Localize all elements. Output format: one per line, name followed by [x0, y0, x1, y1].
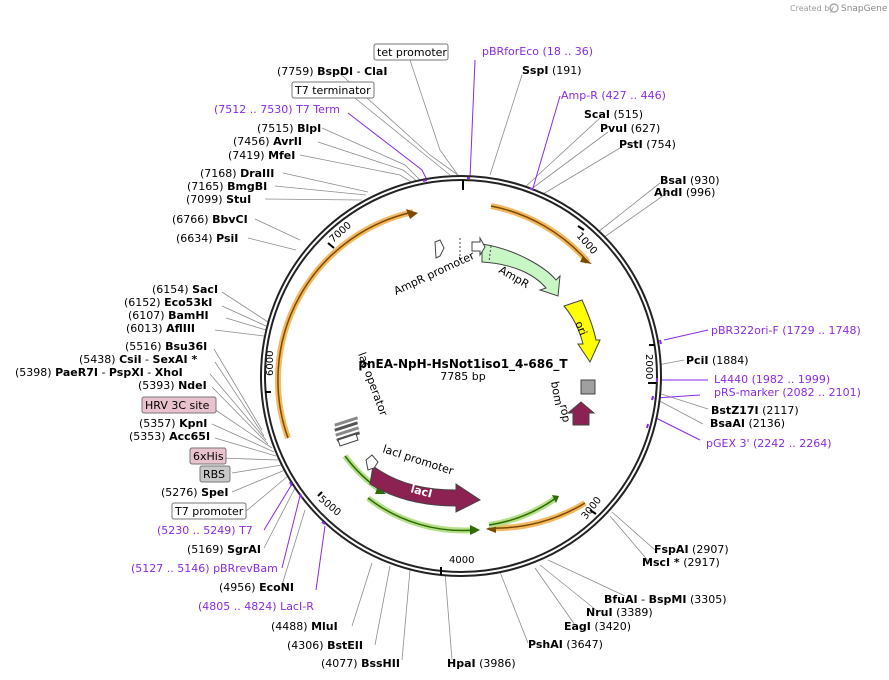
- primer-pbr322ori-f: pBR322ori-F (1729 .. 1748): [711, 324, 861, 337]
- laci-promoter-label: lacI promoter: [381, 442, 455, 477]
- site-pvui: PvuI (627): [600, 122, 660, 135]
- tet-promoter-label: tet promoter: [377, 46, 447, 59]
- primer-laci-r: (4805 .. 4824) LacI-R: [198, 600, 314, 613]
- ruler-ticks: [265, 180, 656, 575]
- site-stui: (7099) StuI: [186, 193, 251, 206]
- site-bstz17i: BstZ17I (2117): [711, 404, 799, 417]
- site-avrii: (7456) AvrII: [233, 135, 302, 148]
- primer-markers: [289, 177, 662, 525]
- his-box: 6xHis: [189, 447, 227, 465]
- t7-promoter-box: T7 promoter: [171, 502, 247, 520]
- t7-terminator-label: T7 terminator: [294, 84, 371, 97]
- ruler-label-6000: 6000: [265, 351, 276, 376]
- plasmid-size: 7785 bp: [440, 370, 485, 383]
- primer-prs-marker: pRS-marker (2082 .. 2101): [714, 386, 861, 399]
- site-bsai: BsaI (930): [660, 174, 720, 187]
- site-acc65i: (5353) Acc65I: [129, 430, 210, 443]
- site-hpai: HpaI (3986): [447, 657, 516, 670]
- laci-arrow: [369, 465, 481, 513]
- primer-l4440: L4440 (1982 .. 1999): [714, 373, 830, 386]
- rbs-label: RBS: [203, 468, 225, 481]
- orange-arrows: [274, 203, 592, 533]
- site-mlui: (4488) MluI: [271, 620, 338, 633]
- site-bsaai: BsaAI (2136): [710, 417, 785, 430]
- credit-text: Created by: [790, 4, 834, 13]
- site-scai: ScaI (515): [584, 108, 643, 121]
- backbone-inner: [262, 177, 660, 575]
- site-draiii: (7168) DraIII: [200, 167, 274, 180]
- site-bspdi: (7759) BspDI - ClaI: [277, 65, 387, 78]
- site-bmgbi: (7165) BmgBI: [187, 180, 267, 193]
- site-sspi: SspI (191): [522, 64, 582, 77]
- ruler-label-4000: 4000: [449, 555, 474, 566]
- site-bsu36i: (5516) Bsu36I: [125, 340, 207, 353]
- ampr-promoter-arrow: [434, 236, 486, 260]
- site-paer7i: (5398) PaeR7I - PspXI - XhoI: [15, 366, 183, 379]
- site-leader-lines: [209, 59, 709, 661]
- site-afliii: (6013) AflIII: [126, 322, 195, 335]
- brand-text: SnapGene: [841, 4, 888, 14]
- ampr-promoter-label: AmpR promoter: [392, 249, 477, 298]
- ori-arrow: [563, 299, 601, 364]
- site-bsshii: (4077) BssHII: [321, 657, 400, 670]
- site-bfuai: BfuAI - BspMI (3305): [604, 593, 727, 606]
- site-ndei: (5393) NdeI: [138, 379, 207, 392]
- ori-label: ori: [572, 319, 589, 337]
- hrv-label: HRV 3C site: [145, 399, 210, 412]
- t7-promoter-label: T7 promoter: [174, 505, 244, 518]
- primer-pgex3: pGEX 3' (2242 .. 2264): [706, 437, 832, 450]
- site-bbvci: (6766) BbvCI: [172, 213, 248, 226]
- t7-terminator-box: T7 terminator: [291, 81, 375, 99]
- primer-t7-term: (7512 .. 7530) T7 Term: [214, 103, 340, 116]
- site-nrui: NruI (3389): [586, 606, 653, 619]
- site-spei: (5276) SpeI: [161, 486, 228, 499]
- site-csii: (5438) CsiI - SexAI *: [79, 353, 197, 366]
- site-bsteii: (4306) BstEII: [287, 639, 363, 652]
- primer-labels: pBRforEco (18 .. 36) Amp-R (427 .. 446) …: [131, 45, 861, 613]
- rbs-box: RBS: [199, 465, 231, 483]
- site-saci: (6154) SacI: [152, 283, 218, 296]
- ampr-arrow: [481, 243, 561, 297]
- site-psti: PstI (754): [619, 138, 676, 151]
- tet-promoter-box: tet promoter: [373, 43, 449, 61]
- snapgene-logo-icon: [829, 3, 839, 13]
- site-ahdi: AhdI (996): [654, 186, 715, 199]
- rop-label: rop: [557, 403, 573, 423]
- primer-pbrforeco: pBRforEco (18 .. 36): [482, 45, 593, 58]
- site-econi: (4956) EcoNI: [219, 581, 294, 594]
- site-msci: MscI * (2917): [642, 556, 720, 569]
- site-mfei: (7419) MfeI: [228, 149, 295, 162]
- site-sgrai: (5169) SgrAI: [187, 543, 261, 556]
- primer-pbrrevbam: (5127 .. 5146) pBRrevBam: [131, 562, 278, 575]
- restriction-sites: (7759) BspDI - ClaI SspI (191) (7515) Bl…: [15, 64, 799, 670]
- ruler-label-2000: 2000: [643, 354, 654, 379]
- lac-operator-cluster: [334, 416, 361, 447]
- site-pshai: PshAI (3647): [528, 638, 603, 651]
- bom-label: bom: [548, 380, 565, 406]
- hrv-box: HRV 3C site: [141, 396, 217, 414]
- laci-label: lacI: [409, 482, 433, 500]
- site-psii: (6634) PsiI: [176, 232, 238, 245]
- primer-t7: (5230 .. 5249) T7: [157, 524, 253, 537]
- primer-leader-lines: [263, 59, 709, 591]
- rop-arrow: [566, 401, 596, 426]
- his-label: 6xHis: [193, 450, 224, 463]
- site-fspai: FspAI (2907): [654, 543, 729, 556]
- laci-promoter-arrow: [365, 454, 379, 471]
- bom-box: [580, 379, 596, 395]
- site-pcii: PciI (1884): [686, 354, 749, 367]
- site-eco53ki: (6152) Eco53kI: [124, 296, 212, 309]
- site-bamhi: (6107) BamHI: [128, 309, 209, 322]
- site-kpni: (5357) KpnI: [139, 417, 207, 430]
- site-eagi: EagI (3420): [564, 620, 631, 633]
- plasmid-name: pnEA-NpH-HsNot1iso1_4-686_T: [358, 357, 568, 372]
- site-blpi: (7515) BlpI: [257, 122, 321, 135]
- primer-amp-r: Amp-R (427 .. 446): [561, 89, 666, 102]
